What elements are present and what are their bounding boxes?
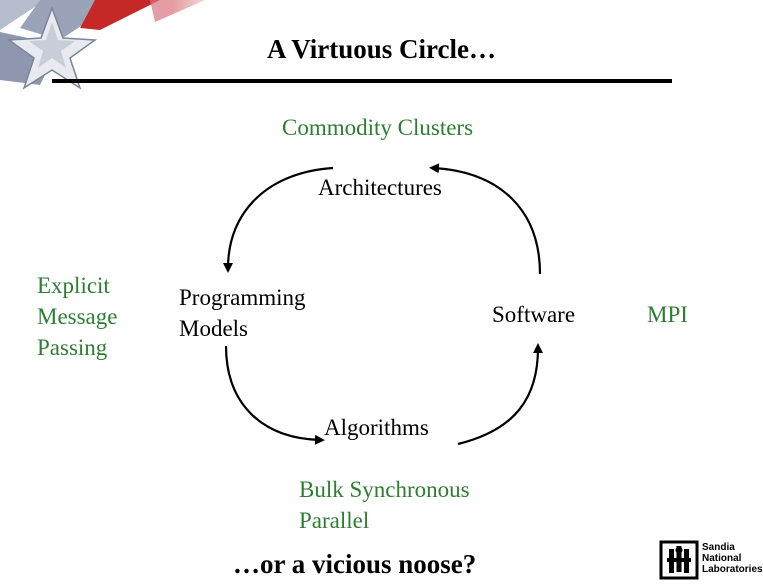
logo-line-2: National: [702, 553, 742, 564]
example-explicit-message-passing: Explicit Message Passing: [37, 273, 118, 360]
slide-footer: …or a vicious noose?: [233, 549, 477, 579]
node-algorithms: Algorithms: [324, 415, 429, 440]
node-software: Software: [492, 302, 576, 327]
node-architectures: Architectures: [318, 175, 442, 200]
example-bulk-synchronous-parallel: Bulk Synchronous Parallel: [299, 477, 470, 533]
sandia-thunderbird-icon: [659, 540, 699, 580]
logo-line-1: Sandia: [702, 542, 735, 553]
node-programming-models: Programming Models: [179, 285, 306, 341]
example-commodity-clusters: Commodity Clusters: [282, 115, 474, 140]
example-mpi: MPI: [647, 302, 688, 327]
title-divider: [52, 79, 672, 83]
logo-line-3: Laboratories: [702, 564, 763, 575]
arrow-software-to-architectures: [429, 163, 542, 275]
arrow-programming-models-to-algorithms: [224, 345, 325, 445]
arrow-architectures-to-programming-models: [223, 166, 334, 273]
sandia-logo: Sandia National Laboratories: [658, 540, 763, 582]
arrow-algorithms-to-software: [457, 343, 543, 446]
slide-title: A Virtuous Circle…: [267, 34, 496, 64]
